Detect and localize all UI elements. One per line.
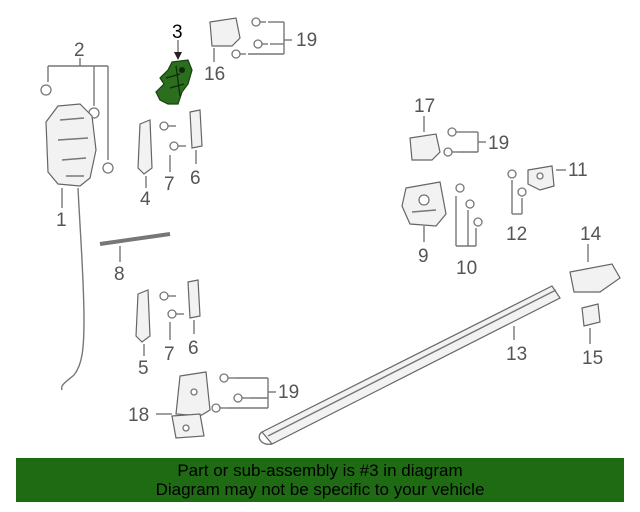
part-2-clip-a[interactable]: [40, 84, 52, 96]
part-15-cap[interactable]: [581, 303, 601, 327]
label-11: 11: [568, 160, 588, 181]
part-17-bracket[interactable]: [409, 133, 441, 161]
part-7-bolts-lower[interactable]: [159, 291, 184, 319]
part-4-bracket[interactable]: [137, 119, 153, 175]
disclaimer-line-1: Part or sub-assembly is #3 in diagram: [177, 461, 463, 480]
label-10: 10: [456, 258, 477, 279]
leader-10: [455, 196, 477, 247]
part-10-bolts[interactable]: [455, 183, 483, 227]
leader-12: [511, 180, 523, 215]
part-19-bolts-lower[interactable]: [211, 373, 250, 413]
disclaimer-banner: Part or sub-assembly is #3 in diagram Di…: [16, 458, 624, 502]
part-16-bracket[interactable]: [209, 17, 241, 47]
part-19-bolts-top[interactable]: [231, 17, 268, 59]
label-17: 17: [414, 96, 435, 117]
leader-19a: [248, 21, 292, 55]
part-6-plate-lower[interactable]: [187, 279, 201, 319]
label-14: 14: [580, 224, 602, 245]
label-13: 13: [506, 344, 527, 365]
label-6b: 6: [188, 338, 199, 359]
part-9-latch[interactable]: [401, 181, 447, 227]
label-7a: 7: [164, 174, 175, 195]
part-18-hinge[interactable]: [171, 371, 211, 439]
part-1-handle[interactable]: [45, 103, 97, 391]
label-9: 9: [418, 246, 429, 267]
label-16: 16: [204, 64, 225, 85]
part-2-clip-c[interactable]: [102, 162, 114, 174]
leader-19b: [228, 377, 276, 409]
part-19-bolts-middle[interactable]: [443, 127, 462, 157]
label-12: 12: [506, 224, 527, 245]
part-14-cover[interactable]: [569, 263, 621, 293]
label-8: 8: [114, 264, 125, 285]
label-4: 4: [140, 189, 151, 210]
part-3-latch-assembly[interactable]: [155, 59, 193, 105]
label-1: 1: [56, 210, 67, 231]
label-19c: 19: [488, 133, 509, 154]
arrow-3: [174, 52, 182, 60]
label-15: 15: [582, 348, 603, 369]
label-6a: 6: [190, 168, 201, 189]
label-7b: 7: [164, 344, 175, 365]
part-6-plate-upper[interactable]: [189, 109, 203, 149]
leader-2: [47, 58, 109, 160]
label-2: 2: [74, 40, 85, 61]
part-7-bolts-upper[interactable]: [159, 121, 186, 151]
part-8-strip[interactable]: [99, 232, 171, 246]
label-19a: 19: [296, 30, 317, 51]
label-5: 5: [138, 358, 149, 379]
label-18: 18: [128, 405, 149, 426]
part-12-bolts[interactable]: [507, 169, 527, 197]
label-3: 3: [172, 22, 183, 43]
leader-19c: [458, 131, 486, 153]
label-19b: 19: [278, 382, 299, 403]
part-11-striker[interactable]: [527, 165, 555, 191]
disclaimer-line-2: Diagram may not be specific to your vehi…: [155, 480, 485, 499]
part-5-bracket[interactable]: [135, 289, 151, 343]
part-13-rail[interactable]: [258, 285, 561, 445]
